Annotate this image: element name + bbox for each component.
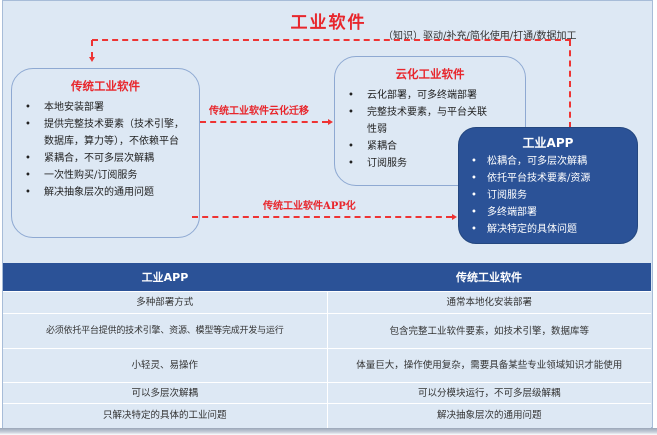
bullet-icon: •	[471, 224, 477, 235]
industrial-app-box: 工业APP •松耦合，可多层次解耦 •依托平台技术要素/资源 •订阅服务 •多终…	[458, 127, 638, 244]
table-cell: 多种部署方式	[3, 291, 328, 314]
feedback-line-left	[91, 40, 93, 58]
list-item: •紧耦合，不可多层次解耦	[12, 150, 199, 167]
feedback-line-top	[92, 39, 571, 41]
table-row: 小轻灵、易操作 体量巨大，操作使用复杂，需要具备某些专业领域知识才能使用	[3, 348, 651, 383]
table-cell: 解决抽象层次的通用问题	[327, 403, 651, 428]
table-cell: 体量巨大，操作使用复杂，需要具备某些专业领域知识才能使用	[327, 348, 651, 383]
cloud-migration-line	[200, 121, 328, 123]
list-item: •一次性购买/订阅服务	[12, 167, 199, 184]
list-item: •解决特定的具体问题	[459, 221, 637, 238]
traditional-software-box: 传统工业软件 •本地安装部署 •提供完整技术要素（技术引擎，数据库，算力等），不…	[11, 68, 200, 238]
bullet-icon: •	[348, 141, 354, 152]
table-row: 可以多层次解耦 可以分模块运行，不可多层级解耦	[3, 382, 651, 404]
table-cell: 小轻灵、易操作	[3, 348, 328, 383]
table-cell: 可以多层次解耦	[3, 382, 328, 404]
cloud-box-title: 云化工业软件	[395, 67, 465, 81]
list-item: •订阅服务	[335, 155, 525, 172]
app-feature-list: •松耦合，可多层次解耦 •依托平台技术要素/资源 •订阅服务 •多终端部署 •解…	[459, 153, 637, 238]
table-row: 必须依托平台提供的技术引擎、资源、模型等完成开发与运行 包含完整工业软件要素，如…	[3, 313, 651, 349]
table-cell: 通常本地化安装部署	[327, 291, 651, 314]
list-item: •完整技术要素，与平台关联性弱	[335, 104, 525, 138]
table-cell: 包含完整工业软件要素，如技术引擎，数据库等	[327, 313, 651, 349]
diagram-title: 工业软件	[290, 13, 367, 33]
bullet-icon: •	[25, 153, 31, 164]
comparison-table: 工业APP 传统工业软件 多种部署方式 通常本地化安装部署 必须依托平台提供的技…	[3, 263, 651, 428]
app-box-title: 工业APP	[522, 136, 574, 150]
app-conversion-line	[192, 216, 452, 218]
bullet-icon: •	[471, 207, 477, 218]
cloud-migration-arrowhead-icon	[328, 119, 333, 125]
table-cell: 必须依托平台提供的技术引擎、资源、模型等完成开发与运行	[3, 313, 328, 349]
bullet-icon: •	[348, 90, 354, 101]
list-item: •依托平台技术要素/资源	[459, 170, 637, 187]
app-conversion-label: 传统工业软件APP化	[263, 201, 356, 212]
bullet-icon: •	[471, 190, 477, 201]
list-item: •订阅服务	[459, 187, 637, 204]
cloud-migration-label: 传统工业软件云化迁移	[209, 106, 309, 117]
list-item: •提供完整技术要素（技术引擎，数据库，算力等），不依赖平台	[12, 116, 199, 150]
header-industrial-app: 工业APP	[3, 263, 327, 292]
cloud-feature-list: •云化部署，可多终端部署 •完整技术要素，与平台关联性弱 •紧耦合 •订阅服务	[335, 87, 525, 172]
bullet-icon: •	[348, 107, 354, 118]
bullet-icon: •	[25, 187, 31, 198]
list-item: •松耦合，可多层次解耦	[459, 153, 637, 170]
table-header-row: 工业APP 传统工业软件	[3, 263, 651, 292]
list-item: •云化部署，可多终端部署	[335, 87, 525, 104]
list-item: •本地安装部署	[12, 99, 199, 116]
table-row: 多种部署方式 通常本地化安装部署	[3, 291, 651, 314]
bullet-icon: •	[471, 156, 477, 167]
list-item: •多终端部署	[459, 204, 637, 221]
bullet-icon: •	[25, 170, 31, 181]
bullet-icon: •	[25, 102, 31, 113]
traditional-box-title: 传统工业软件	[71, 79, 140, 93]
app-conversion-arrowhead-icon	[452, 214, 457, 220]
bullet-icon: •	[348, 158, 354, 169]
bullet-icon: •	[25, 119, 31, 130]
table-cell: 只解决特定的具体的工业问题	[3, 403, 328, 428]
table-row: 只解决特定的具体的工业问题 解决抽象层次的通用问题	[3, 403, 651, 428]
traditional-feature-list: •本地安装部署 •提供完整技术要素（技术引擎，数据库，算力等），不依赖平台 •紧…	[12, 99, 199, 201]
header-traditional-software: 传统工业软件	[327, 263, 651, 292]
feedback-line-right	[569, 40, 571, 128]
diagram-subtitle: （知识）驱动/补充/简化使用/打通/数据加工	[383, 31, 577, 42]
list-item: •紧耦合	[335, 138, 525, 155]
table-cell: 可以分模块运行，不可多层级解耦	[327, 382, 651, 404]
list-item: •解决抽象层次的通用问题	[12, 184, 199, 201]
bullet-icon: •	[471, 173, 477, 184]
bottom-shadow	[0, 428, 657, 435]
feedback-arrowhead-icon	[89, 57, 95, 62]
